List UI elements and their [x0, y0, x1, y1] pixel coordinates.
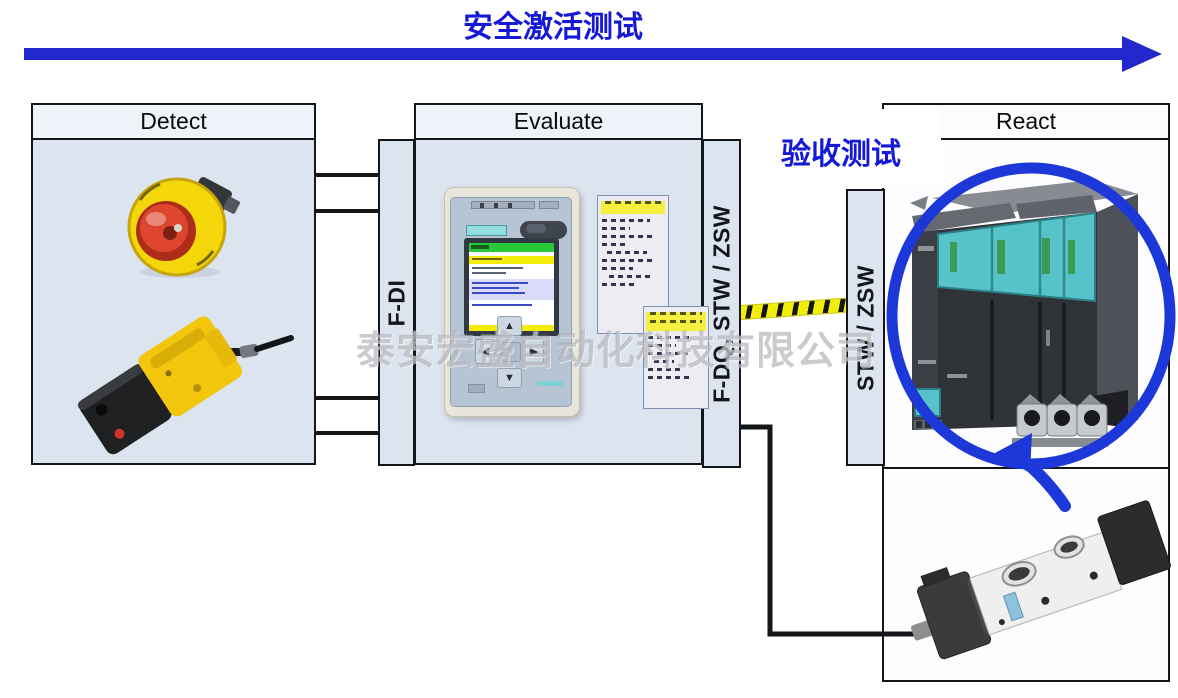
react-drive-section	[884, 140, 1168, 467]
evaluate-header: Evaluate	[416, 105, 701, 140]
arrow-left-key: ◀	[475, 339, 495, 364]
illegible-text-lines	[602, 219, 664, 286]
hmi-chip	[468, 384, 485, 393]
stw-zsw-strip: STW / ZSW	[846, 189, 885, 466]
arrow-right-key: ▶	[524, 339, 544, 364]
react-valve-section	[884, 467, 1168, 680]
hmi-vent	[539, 201, 559, 209]
connector-line	[316, 396, 378, 400]
react-block: React	[882, 103, 1170, 682]
hmi-vent	[471, 201, 535, 209]
page-title: 安全激活测试	[463, 11, 643, 44]
config-screenshot-2	[643, 306, 709, 409]
illegible-text-lines	[648, 336, 704, 379]
hmi-lens	[520, 221, 567, 239]
fail-safe-controller-photo: ▲ ◀ ▶ ▼	[444, 187, 580, 417]
arrow-up-key: ▲	[497, 316, 522, 336]
detect-header: Detect	[33, 105, 314, 140]
f-dq-stw-zsw-strip: F-DQ, STW / ZSW	[702, 139, 741, 468]
f-di-strip: F-DI	[378, 139, 415, 466]
connector-line	[316, 431, 378, 435]
detect-block: Detect	[31, 103, 316, 465]
enter-key	[501, 342, 521, 362]
acceptance-test-label: 验收测试	[781, 138, 901, 171]
arrow-down-key: ▼	[497, 368, 522, 388]
hmi-name-tag	[466, 225, 507, 236]
detect-body	[33, 140, 314, 463]
screenshot-title-bar	[601, 201, 665, 214]
company-watermark: 泰安宏盛自动化科技有限公司	[356, 330, 877, 373]
f-di-label: F-DI	[383, 279, 409, 326]
screenshot-title-bar	[646, 312, 706, 331]
connector-line	[316, 173, 378, 177]
hmi-logo	[537, 381, 563, 386]
connector-line	[316, 209, 378, 213]
